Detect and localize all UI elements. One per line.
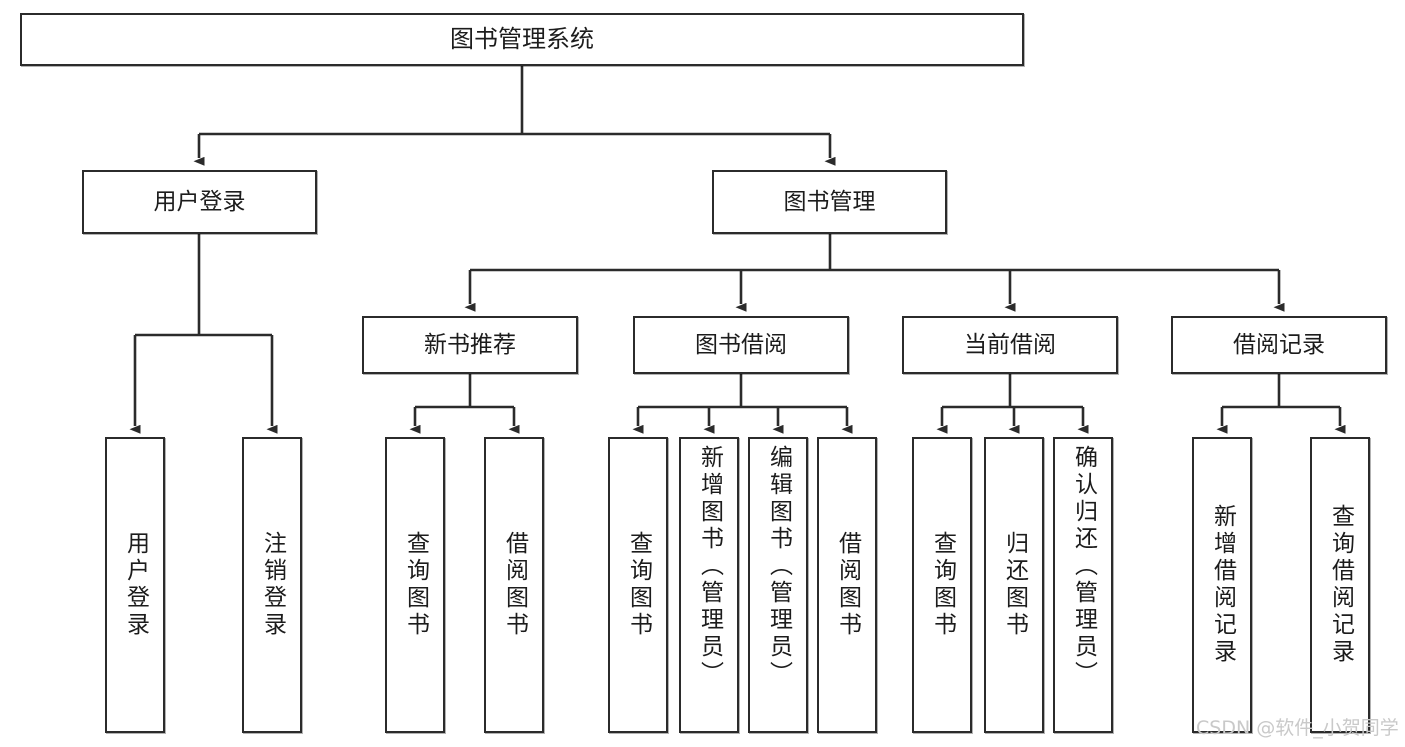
leaf-query-books-borrow[interactable]: 查询图书 (608, 437, 668, 733)
node-book-borrow[interactable]: 图书借阅 (633, 316, 849, 374)
node-label: 用户登录 (122, 531, 149, 639)
node-label: 图书借阅 (695, 331, 787, 358)
leaf-query-borrow-record[interactable]: 查询借阅记录 (1310, 437, 1370, 733)
leaf-confirm-return-admin[interactable]: 确认归还（管理员） (1053, 437, 1113, 733)
node-current-borrow[interactable]: 当前借阅 (902, 316, 1118, 374)
leaf-borrow-books-newbook[interactable]: 借阅图书 (484, 437, 544, 733)
leaf-add-book-admin[interactable]: 新增图书（管理员） (679, 437, 739, 733)
node-label: 归还图书 (1001, 531, 1028, 639)
node-label: 查询图书 (929, 531, 956, 639)
node-label: 新增图书（管理员） (696, 445, 723, 688)
node-label: 新增借阅记录 (1209, 504, 1236, 666)
node-new-book-recommend[interactable]: 新书推荐 (362, 316, 578, 374)
node-label: 查询图书 (402, 531, 429, 639)
node-book-management[interactable]: 图书管理 (712, 170, 947, 234)
leaf-query-books-newbook[interactable]: 查询图书 (385, 437, 445, 733)
node-label: 用户登录 (153, 188, 246, 215)
leaf-edit-book-admin[interactable]: 编辑图书（管理员） (748, 437, 808, 733)
leaf-borrow-books[interactable]: 借阅图书 (817, 437, 877, 733)
node-label: 注销登录 (259, 531, 286, 639)
node-label: 借阅图书 (501, 531, 528, 639)
leaf-user-login[interactable]: 用户登录 (105, 437, 165, 733)
node-label: 查询图书 (625, 531, 652, 639)
leaf-return-books[interactable]: 归还图书 (984, 437, 1044, 733)
node-borrow-records[interactable]: 借阅记录 (1171, 316, 1387, 374)
node-label: 当前借阅 (964, 331, 1056, 358)
leaf-logout[interactable]: 注销登录 (242, 437, 302, 733)
node-label: 编辑图书（管理员） (765, 445, 792, 688)
node-label: 图书管理 (783, 188, 876, 215)
node-label: 图书管理系统 (450, 24, 594, 53)
node-label: 借阅记录 (1233, 331, 1325, 358)
node-user-login[interactable]: 用户登录 (82, 170, 317, 234)
node-label: 确认归还（管理员） (1070, 445, 1097, 688)
leaf-query-books-current[interactable]: 查询图书 (912, 437, 972, 733)
leaf-add-borrow-record[interactable]: 新增借阅记录 (1192, 437, 1252, 733)
node-root-book-management-system[interactable]: 图书管理系统 (20, 13, 1024, 66)
node-label: 新书推荐 (424, 331, 516, 358)
node-label: 借阅图书 (834, 531, 861, 639)
node-label: 查询借阅记录 (1327, 504, 1354, 666)
